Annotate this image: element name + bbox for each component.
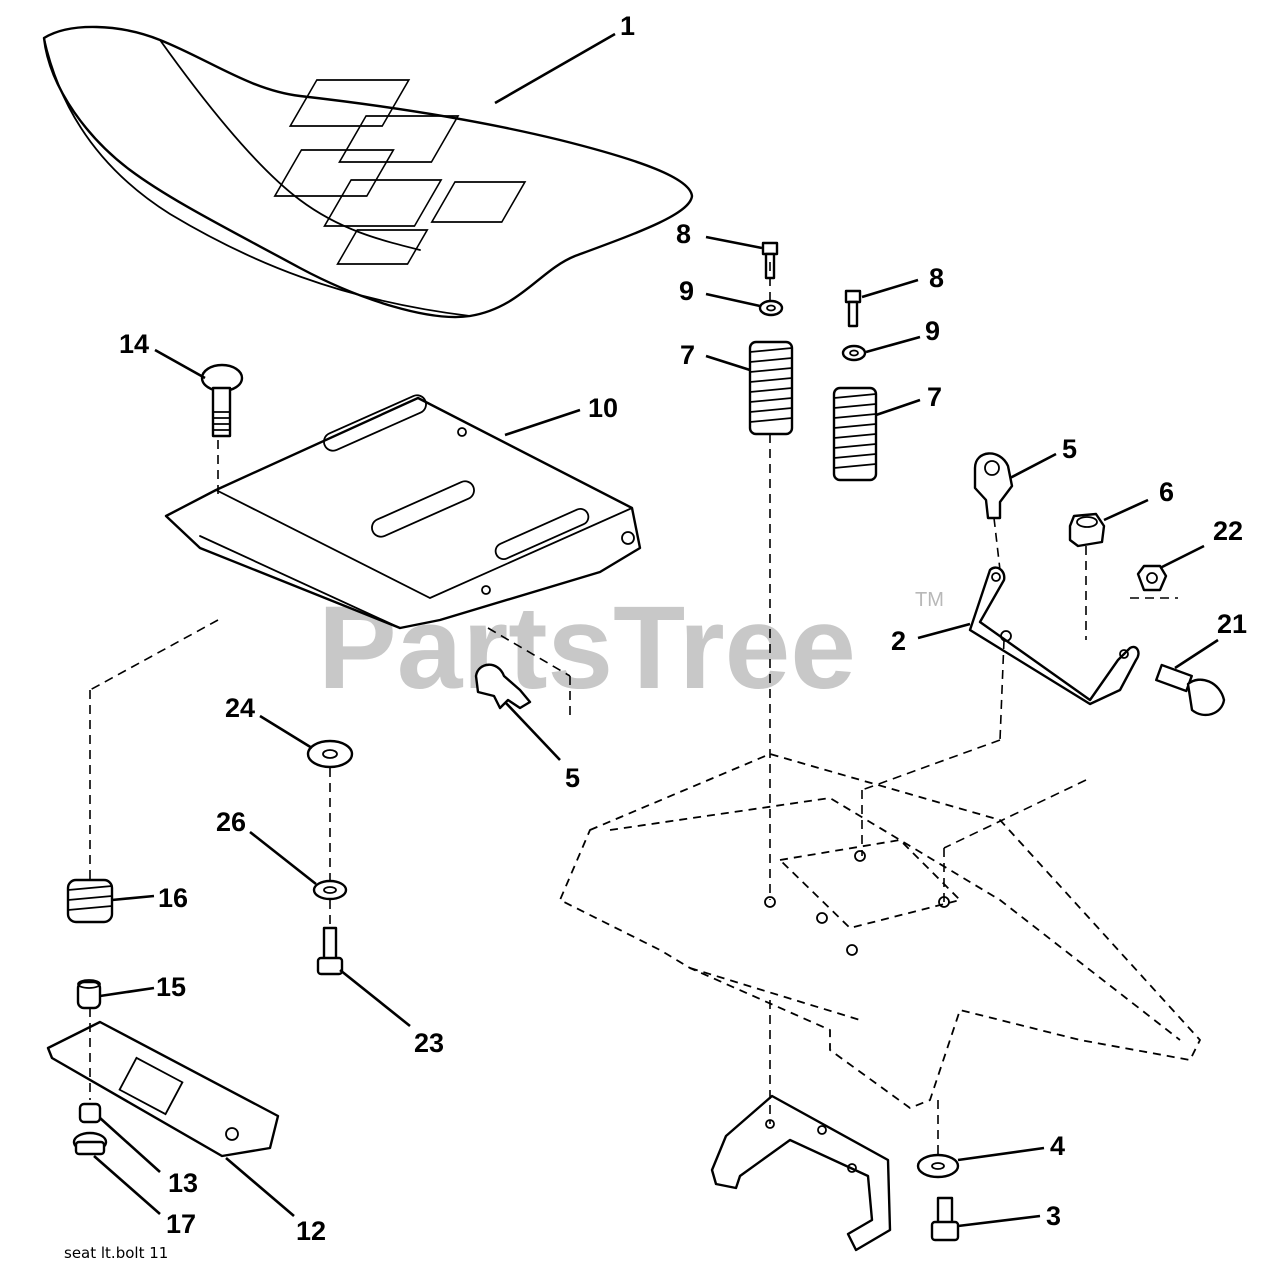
carriage-bolt-part[interactable] [200, 363, 244, 438]
callout-9-right: 9 [925, 316, 940, 346]
bolt-8-right[interactable] [844, 289, 862, 328]
callout-1: 1 [620, 11, 635, 41]
spring-16[interactable] [66, 878, 114, 924]
callout-5-lower: 5 [565, 763, 580, 793]
nut-6[interactable] [1068, 512, 1106, 548]
callout-14: 14 [119, 329, 149, 359]
frame-outline [559, 753, 1201, 1109]
washer-24[interactable] [306, 739, 354, 769]
callout-16: 16 [158, 883, 188, 913]
callout-15: 15 [156, 972, 186, 1002]
callout-9-left: 9 [679, 276, 694, 306]
washer-9-right[interactable] [841, 344, 867, 362]
callout-22: 22 [1213, 516, 1243, 546]
callout-7-left: 7 [680, 340, 695, 370]
callout-23: 23 [414, 1028, 444, 1058]
plate-12[interactable] [46, 1020, 280, 1158]
washer-4[interactable] [916, 1153, 960, 1179]
knob-bolt-21[interactable] [1155, 663, 1226, 717]
callout-10: 10 [588, 393, 618, 423]
spring-7-right[interactable] [832, 386, 878, 482]
callout-13: 13 [168, 1168, 198, 1198]
bottom-bracket [710, 1094, 892, 1252]
seat-pan-part[interactable] [164, 392, 642, 630]
lock-washer-26[interactable] [312, 879, 348, 901]
spacer-15[interactable] [76, 979, 102, 1010]
callout-6: 6 [1159, 477, 1174, 507]
callout-4: 4 [1050, 1131, 1065, 1161]
clip-5-lower[interactable] [474, 663, 532, 710]
callout-24: 24 [225, 693, 255, 723]
callout-7-right: 7 [927, 382, 942, 412]
bolt-3[interactable] [930, 1196, 960, 1242]
callout-3: 3 [1046, 1201, 1061, 1231]
callout-8-left: 8 [676, 219, 691, 249]
callout-5-upper: 5 [1062, 434, 1077, 464]
spring-7-left[interactable] [748, 340, 794, 436]
washer-17[interactable] [72, 1131, 108, 1156]
callout-2: 2 [891, 626, 906, 656]
lock-nut-22[interactable] [1136, 564, 1168, 592]
clip-5-upper[interactable] [973, 452, 1014, 520]
bolt-23[interactable] [316, 926, 344, 976]
callout-8-right: 8 [929, 263, 944, 293]
footer-code: seat lt.bolt 11 [64, 1244, 168, 1262]
seat-part[interactable] [42, 25, 694, 319]
trademark: TM [915, 589, 944, 611]
bolt-8-left[interactable] [761, 241, 779, 280]
bracket-2[interactable] [968, 566, 1140, 706]
callout-17: 17 [166, 1209, 196, 1239]
callout-26: 26 [216, 807, 246, 837]
washer-9-left[interactable] [758, 299, 784, 317]
callout-21: 21 [1217, 609, 1247, 639]
nut-13[interactable] [78, 1102, 102, 1124]
callout-12: 12 [296, 1216, 326, 1246]
